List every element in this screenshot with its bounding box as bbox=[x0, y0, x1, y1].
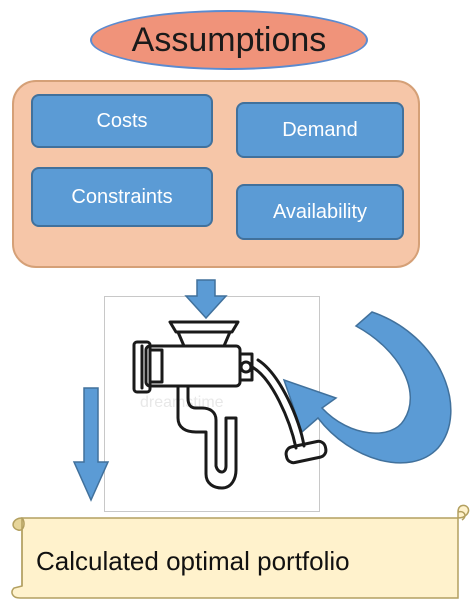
curved-feedback-arrow bbox=[282, 311, 452, 464]
constraints-box: Constraints bbox=[31, 167, 213, 227]
demand-box: Demand bbox=[236, 102, 404, 158]
costs-box: Costs bbox=[31, 94, 213, 148]
left-down-arrow bbox=[72, 387, 110, 502]
assumptions-title: Assumptions bbox=[131, 20, 327, 59]
output-scroll bbox=[11, 504, 470, 599]
costs-label: Costs bbox=[96, 109, 148, 132]
assumptions-title-ellipse: Assumptions bbox=[90, 10, 368, 70]
down-arrow-into-grinder bbox=[184, 279, 228, 320]
demand-label: Demand bbox=[282, 118, 358, 141]
meat-grinder-icon bbox=[132, 320, 328, 490]
output-label: Calculated optimal portfolio bbox=[36, 546, 350, 576]
availability-label: Availability bbox=[272, 200, 368, 223]
availability-box: Availability bbox=[236, 184, 404, 240]
constraints-label: Constraints bbox=[71, 185, 173, 208]
